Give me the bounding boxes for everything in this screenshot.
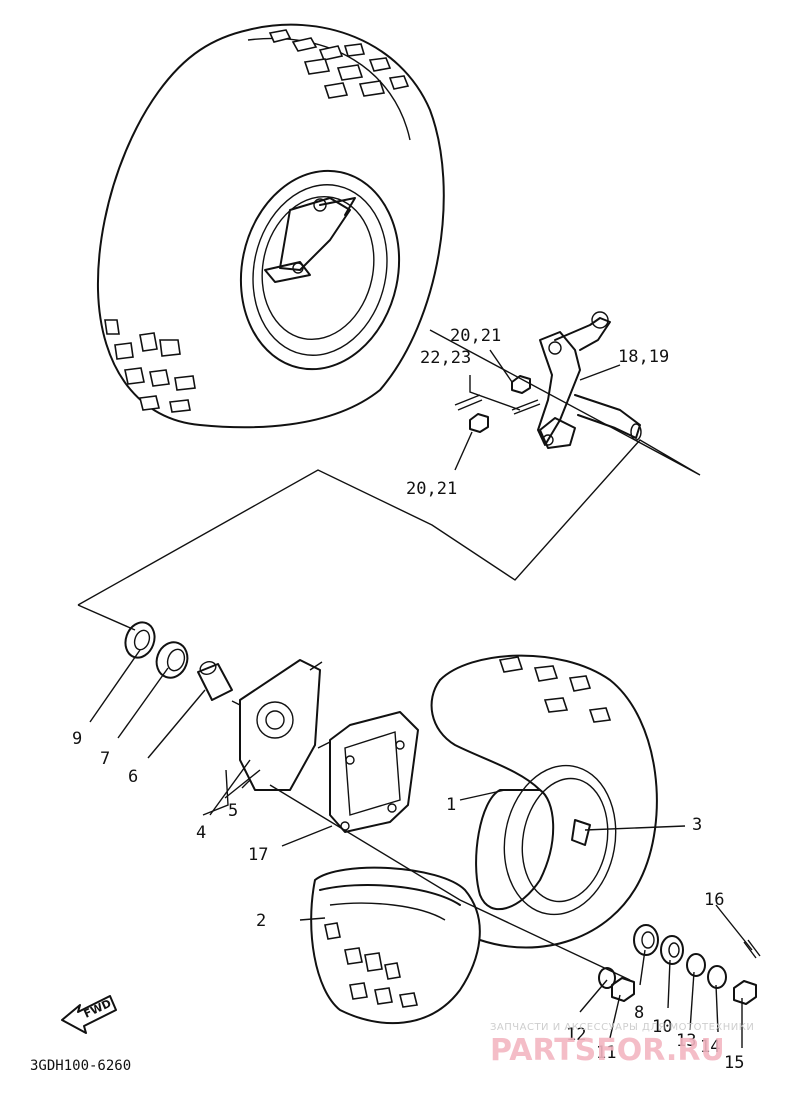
- label-18-19: 18,19: [618, 347, 669, 367]
- assembled-wheel-illustration: [96, 23, 445, 429]
- label-1: 1: [446, 795, 456, 815]
- label-2: 2: [256, 911, 266, 931]
- label-14: 14: [700, 1037, 720, 1057]
- label-22-23: 22,23: [420, 348, 471, 368]
- label-12: 12: [566, 1025, 586, 1045]
- watermark-site: PARTSFOR.RU: [490, 1033, 725, 1068]
- label-20-21-top: 20,21: [450, 326, 501, 346]
- part-labels: 20,21 22,23 18,19 20,21 9 7 6 5 4 17 1 3…: [72, 326, 744, 1073]
- steering-knuckle-illustration: [454, 311, 642, 449]
- drawing-code: 3GDH100-6260: [30, 1058, 131, 1074]
- fwd-arrow-icon: FWD: [61, 995, 117, 1034]
- label-5: 5: [228, 801, 238, 821]
- label-3: 3: [692, 815, 702, 835]
- label-17: 17: [248, 845, 268, 865]
- label-6: 6: [128, 767, 138, 787]
- label-8: 8: [634, 1003, 644, 1023]
- label-11: 11: [596, 1043, 616, 1063]
- watermark: ЗАПЧАСТИ И АКСЕССУАРЫ ДЛЯ МОТОТЕХНИКИ PA…: [490, 1022, 754, 1068]
- label-13: 13: [676, 1031, 696, 1051]
- label-20-21-bottom: 20,21: [406, 479, 457, 499]
- label-9: 9: [72, 729, 82, 749]
- fwd-label: FWD: [82, 997, 114, 1021]
- label-15: 15: [724, 1053, 744, 1073]
- exploded-parts: [124, 621, 761, 1025]
- label-4: 4: [196, 823, 206, 843]
- label-7: 7: [100, 749, 110, 769]
- watermark-tagline: ЗАПЧАСТИ И АКСЕССУАРЫ ДЛЯ МОТОТЕХНИКИ: [490, 1022, 754, 1033]
- label-16: 16: [704, 890, 724, 910]
- leader-lines: [77, 329, 753, 1048]
- label-10: 10: [652, 1017, 672, 1037]
